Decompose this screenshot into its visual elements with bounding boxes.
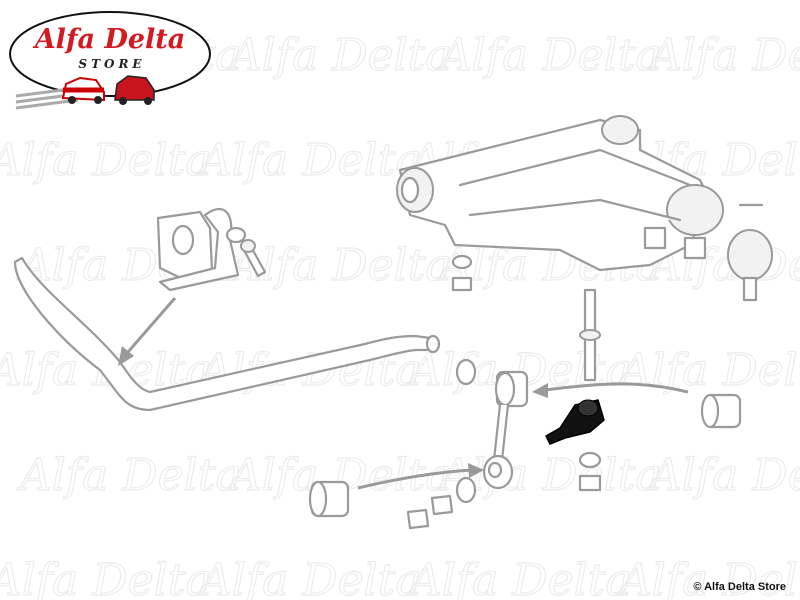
bracket-bolt [240,239,267,278]
watermark-text: Alfa Delta [196,135,422,186]
watermark-text: Alfa Delta [406,555,632,600]
watermark-text: Alfa Delta [0,555,212,600]
anti-roll-bar [13,256,441,412]
washers-and-nuts [406,254,602,530]
watermark-text: Alfa Delta [646,30,800,81]
ball-joint-stud [545,399,605,445]
watermark-text: Alfa Delta [226,240,452,291]
watermark-text: Alfa Delta [196,555,422,600]
watermark-text: Alfa Delta [226,30,452,81]
watermark-text: Alfa Delta [436,30,662,81]
watermark-text: Alfa Delta [646,450,800,501]
svg-text:STORE: STORE [78,57,145,71]
copyright-notice: © Alfa Delta Store [693,581,786,593]
watermark-text: Alfa Delta [616,555,800,600]
upper-control-arm [396,115,773,302]
brand-logo[interactable]: Alfa Delta STORE [8,8,212,112]
bar-mounting-bracket [156,208,247,292]
bushing-right [700,393,742,429]
bushing-left [308,480,350,518]
threaded-stud [579,288,601,382]
watermark-text: Alfa Delta [16,450,242,501]
assembly-arrows [118,297,689,490]
watermark-text: Alfa Delta [616,345,800,396]
drop-link [482,370,529,490]
svg-text:Alfa Delta: Alfa Delta [32,24,186,55]
watermark-text: Alfa Delta [0,135,212,186]
